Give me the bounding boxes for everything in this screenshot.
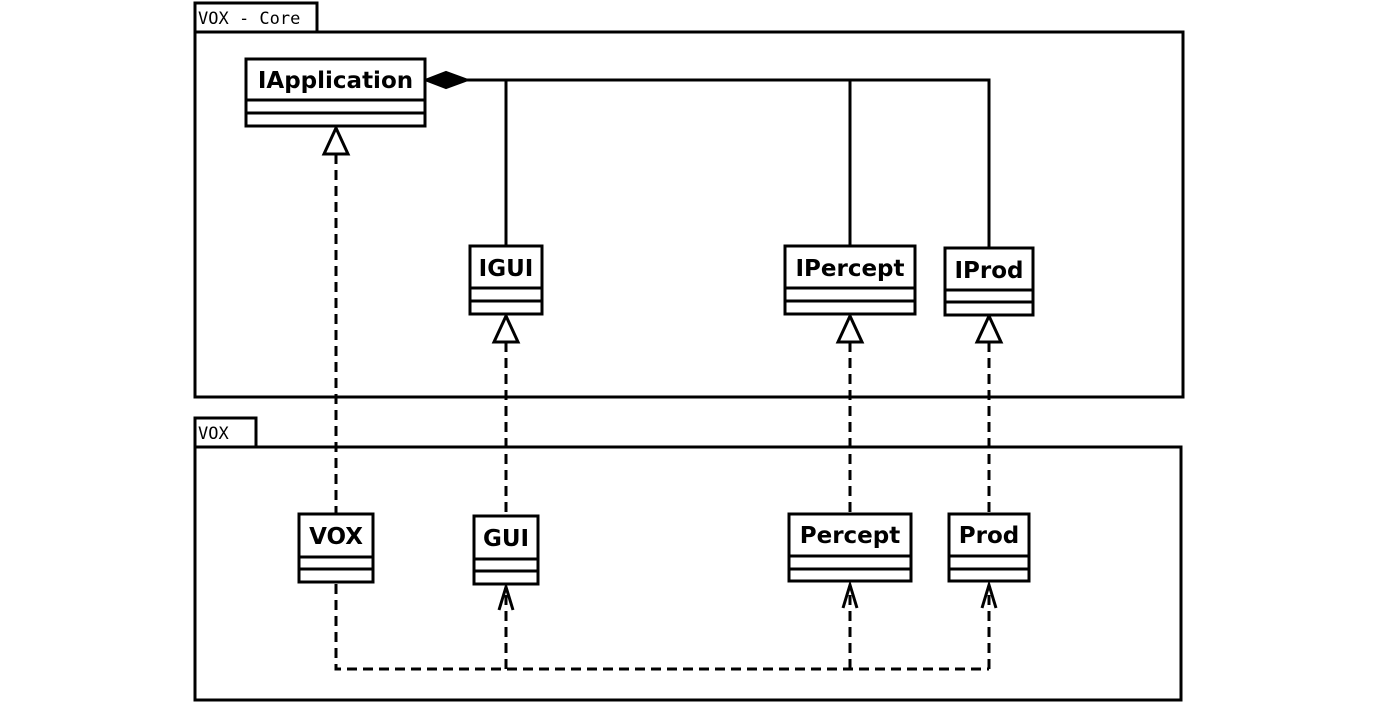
class-vox-name: VOX (309, 524, 363, 550)
class-iprod[interactable]: IProd (943, 246, 1035, 317)
class-iapplication-name: IApplication (258, 68, 413, 94)
package-vox-label: VOX (198, 424, 229, 444)
class-iprod-box (943, 246, 1035, 317)
class-iprod-name: IProd (954, 258, 1023, 284)
class-prod-name: Prod (959, 523, 1019, 549)
class-iapplication[interactable]: IApplication (244, 57, 427, 128)
realization-connectors (321, 124, 1004, 516)
composition-line-iprod (466, 78, 991, 248)
dependency-arrowhead-gui (497, 581, 515, 611)
dependency-arrowhead-prod (980, 579, 998, 609)
class-ipercept-box (783, 244, 917, 316)
class-igui-name: IGUI (479, 256, 534, 282)
realization-arrowhead-igui (491, 312, 521, 344)
dependency-line-main (334, 584, 989, 671)
class-iapplication-box (244, 57, 427, 128)
package-vox-core-label: VOX - Core (198, 9, 300, 29)
dependency-connectors (334, 579, 998, 671)
realization-arrowhead-ipercept (835, 312, 865, 344)
class-percept-name: Percept (800, 523, 901, 549)
dependency-arrowhead-percept (841, 579, 859, 609)
class-percept[interactable]: Percept (787, 512, 913, 583)
class-igui[interactable]: IGUI (468, 244, 544, 316)
class-igui-box (468, 244, 544, 316)
class-gui-box (472, 514, 540, 586)
class-vox[interactable]: VOX (297, 512, 375, 584)
class-ipercept[interactable]: IPercept (783, 244, 917, 316)
class-ipercept-name: IPercept (795, 256, 904, 282)
composition-connectors (422, 70, 991, 248)
realization-arrowhead-iapplication (321, 124, 351, 156)
class-gui-name: GUI (483, 526, 529, 552)
realization-arrowhead-iprod (974, 312, 1004, 344)
class-vox-box (297, 512, 375, 584)
class-prod[interactable]: Prod (947, 512, 1031, 583)
class-gui[interactable]: GUI (472, 514, 540, 586)
package-vox-tab (193, 416, 258, 449)
composition-diamond (422, 70, 471, 90)
